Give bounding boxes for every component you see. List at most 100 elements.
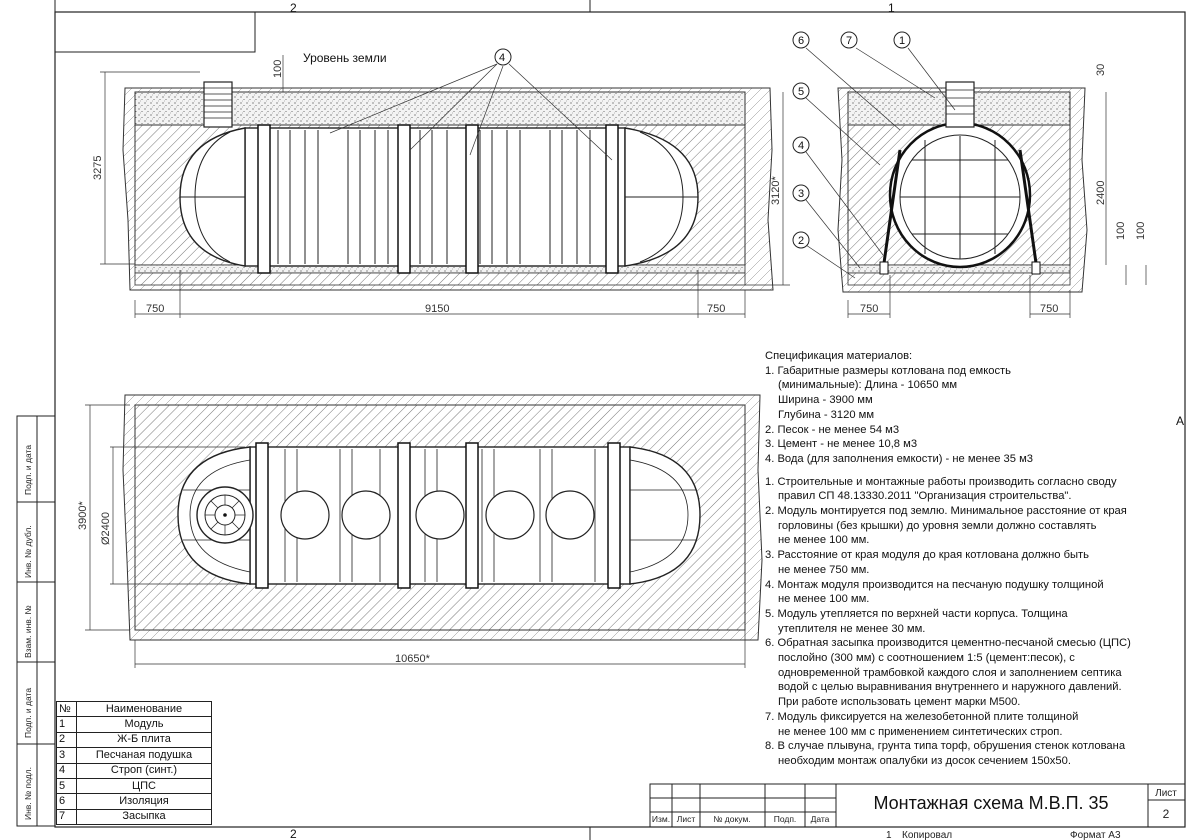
tb-format: Формат А3 [1070, 830, 1121, 840]
note-line: горловины (без крышки) до уровня земли д… [778, 519, 1097, 532]
callout-6: 6 [798, 35, 804, 47]
part-name: Ж-Б плита [76, 731, 212, 749]
tb-col-list: Лист [677, 814, 696, 824]
tb-sheet-number: 2 [1163, 807, 1170, 821]
tb-col-doc: № докум. [713, 814, 750, 824]
zone-letter-right: A [1176, 414, 1184, 428]
callout-1: 1 [899, 35, 905, 47]
part-number: 2 [56, 731, 77, 749]
note-line: 2. Модуль монтируется под землю. Минимал… [765, 505, 1127, 518]
part-number: 4 [56, 762, 77, 779]
dim-plan-length: 10650* [395, 653, 431, 665]
note-line: 7. Модуль фиксируется на железобетонной … [765, 710, 1079, 723]
part-name: Засыпка [76, 808, 212, 826]
zone-number-top-left: 2 [290, 1, 297, 15]
tb-sheet-label: Лист [1155, 788, 1177, 799]
callout-2: 2 [798, 235, 804, 247]
spec-title: Спецификация материалов: [765, 350, 913, 362]
note-line: 1. Строительные и монтажные работы произ… [765, 475, 1117, 488]
note-line: 4. Монтаж модуля производится на песчану… [765, 578, 1104, 591]
note-line: 3. Расстояние от края модуля до края кот… [765, 549, 1090, 562]
callout-7: 7 [846, 35, 852, 47]
note-line: послойно (300 мм) с соотношением 1:5 (це… [778, 652, 1075, 665]
note-line: водой с целью выравнивания внутреннего и… [778, 681, 1122, 694]
parts-header-name: Наименование [76, 700, 212, 718]
title-block-grid [649, 783, 1186, 828]
note-line: правил СП 48.13330.2011 "Организация стр… [778, 490, 1072, 503]
dim-ground-cover: 100 [272, 60, 284, 78]
stamp-label-4: Подп. и дата [23, 688, 33, 738]
drawing-title: Монтажная схема М.В.П. 35 [873, 793, 1109, 813]
dim-plan-width: 3900* [77, 501, 89, 530]
spec-item: 2. Песок - не менее 54 м3 [765, 423, 900, 436]
dim-sand: 100 [1135, 222, 1147, 240]
zone-number-bottom-right: 1 [886, 830, 892, 840]
note-line: 6. Обратная засыпка производится цементн… [765, 637, 1131, 650]
zone-number-bottom-left: 2 [290, 827, 297, 840]
side-view [100, 48, 790, 318]
stamp-label-1: Подп. и дата [23, 445, 33, 495]
dim-section-height: 2400 [1095, 181, 1107, 205]
dim-depth: 3120* [770, 176, 782, 205]
dim-insulation: 30 [1095, 64, 1107, 76]
stamp-label-3: Взам. инв. № [23, 605, 33, 658]
dim-left-margin: 750 [146, 303, 164, 315]
plan-view [85, 394, 763, 668]
dim-length: 9150 [425, 303, 449, 315]
ground-level-label: Уровень земли [303, 51, 387, 65]
callout-4: 4 [798, 140, 804, 152]
parts-table-header: № Наименование [56, 700, 212, 718]
callout-5: 5 [798, 86, 804, 98]
dim-plan-diameter: Ø2400 [100, 512, 112, 545]
dim-section-left: 750 [860, 303, 878, 315]
note-line: 5. Модуль утепляется по верхней части ко… [765, 607, 1068, 620]
cross-section-view [792, 31, 1147, 318]
part-number: 7 [56, 808, 77, 826]
note-line: не менее 100 мм с применением синтетичес… [778, 725, 1063, 738]
zone-number-top-right: 1 [888, 1, 895, 15]
spec-item: (минимальные): Длина - 10650 мм [778, 379, 958, 392]
note-line: не менее 100 мм. [778, 593, 870, 606]
part-number: 5 [56, 777, 77, 795]
note-line: не менее 100 мм. [778, 534, 870, 547]
spec-item: Ширина - 3900 мм [778, 394, 873, 407]
spec-item: Глубина - 3120 мм [778, 408, 875, 421]
note-line: необходим монтаж опалубки из досок сечен… [778, 754, 1071, 767]
tb-col-izm: Изм. [652, 814, 670, 824]
tb-col-date: Дата [811, 814, 830, 824]
part-number: 1 [56, 716, 77, 733]
callout-3: 3 [798, 188, 804, 200]
part-name: ЦПС [76, 777, 212, 795]
note-line: При работе использовать цемент марки М50… [778, 696, 1021, 709]
part-name: Песчаная подушка [76, 747, 212, 764]
dim-slab: 100 [1115, 222, 1127, 240]
stamp-label-2: Инв. № дубл. [23, 525, 33, 578]
side-stamp [16, 415, 56, 827]
note-line: утеплителя не менее 30 мм. [778, 622, 926, 635]
part-number: 6 [56, 793, 77, 810]
parts-header-number: № [56, 700, 77, 718]
dim-section-right: 750 [1040, 303, 1058, 315]
materials-specification: Спецификация материалов: 1. Габаритные р… [765, 349, 1165, 769]
note-line: не менее 750 мм. [778, 563, 870, 576]
part-name: Изоляция [76, 793, 212, 810]
dim-total-height: 3275 [92, 156, 104, 180]
tb-copied: Копировал [902, 830, 952, 840]
callout-4-top: 4 [499, 52, 505, 64]
note-line: одновременной трамбовкой каждого слоя и … [778, 666, 1122, 679]
dim-right-margin: 750 [707, 303, 725, 315]
part-name: Модуль [76, 716, 212, 733]
part-name: Строп (синт.) [76, 762, 212, 779]
part-number: 3 [56, 747, 77, 764]
spec-item: 4. Вода (для заполнения емкости) - не ме… [765, 452, 1033, 465]
stamp-label-5: Инв. № подл. [23, 767, 33, 820]
